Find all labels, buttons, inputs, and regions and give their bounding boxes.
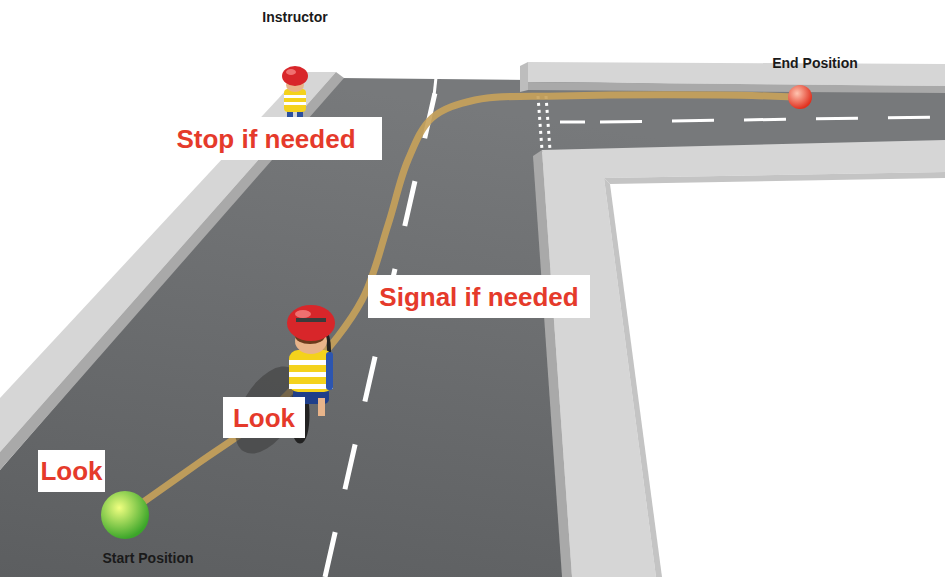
step-callout: Stop if needed: [150, 117, 382, 160]
cyclist-helmet: [287, 305, 335, 341]
helmet-highlight: [286, 69, 296, 75]
give-way-line: [538, 96, 542, 150]
curb-face: [533, 150, 572, 577]
end-marker: End Position: [788, 85, 812, 109]
step-label: Look: [40, 458, 102, 484]
instructor-shirt: [284, 89, 306, 112]
step-label: Stop if needed: [176, 126, 355, 152]
position-label: Start Position: [76, 551, 220, 566]
step-label: Signal if needed: [379, 284, 578, 310]
person-label: Instructor: [245, 9, 345, 25]
step-label: Look: [233, 405, 295, 431]
marker-shape: [101, 491, 149, 539]
lane-marking: [560, 121, 585, 124]
instructor-helmet: [282, 66, 308, 86]
curb-edge: [604, 172, 945, 184]
shirt-side: [326, 352, 333, 390]
step-callout: Signal if needed: [368, 275, 590, 318]
lane-marking: [434, 68, 437, 96]
cyclist-leg: [296, 402, 303, 424]
cyclist-shirt: [289, 350, 333, 392]
marker-shape: [788, 85, 812, 109]
sidewalk-top: [542, 140, 945, 577]
road-surface: [0, 78, 945, 577]
curb-face: [520, 62, 528, 92]
instructor-leg: [287, 110, 293, 126]
step-callout: Look: [38, 450, 105, 492]
curb-face: [0, 72, 344, 470]
cyclist-leg: [318, 398, 325, 416]
shirt-stripe: [284, 102, 306, 105]
give-way-line: [546, 96, 550, 150]
marker-circle: [101, 491, 149, 539]
helmet-vent: [296, 318, 326, 322]
position-label: End Position: [743, 56, 887, 71]
shirt-stripe: [284, 95, 306, 98]
curb-edge: [604, 178, 662, 577]
curb-face: [528, 82, 945, 93]
step-callout: Look: [223, 397, 305, 438]
instructor-leg: [297, 110, 303, 126]
sidewalk-top: [528, 62, 945, 86]
lane-marking: [600, 117, 945, 122]
start-marker: Start Position: [101, 491, 149, 539]
marker-circle: [788, 85, 812, 109]
route-path: [145, 95, 788, 501]
helmet-highlight: [295, 310, 311, 318]
